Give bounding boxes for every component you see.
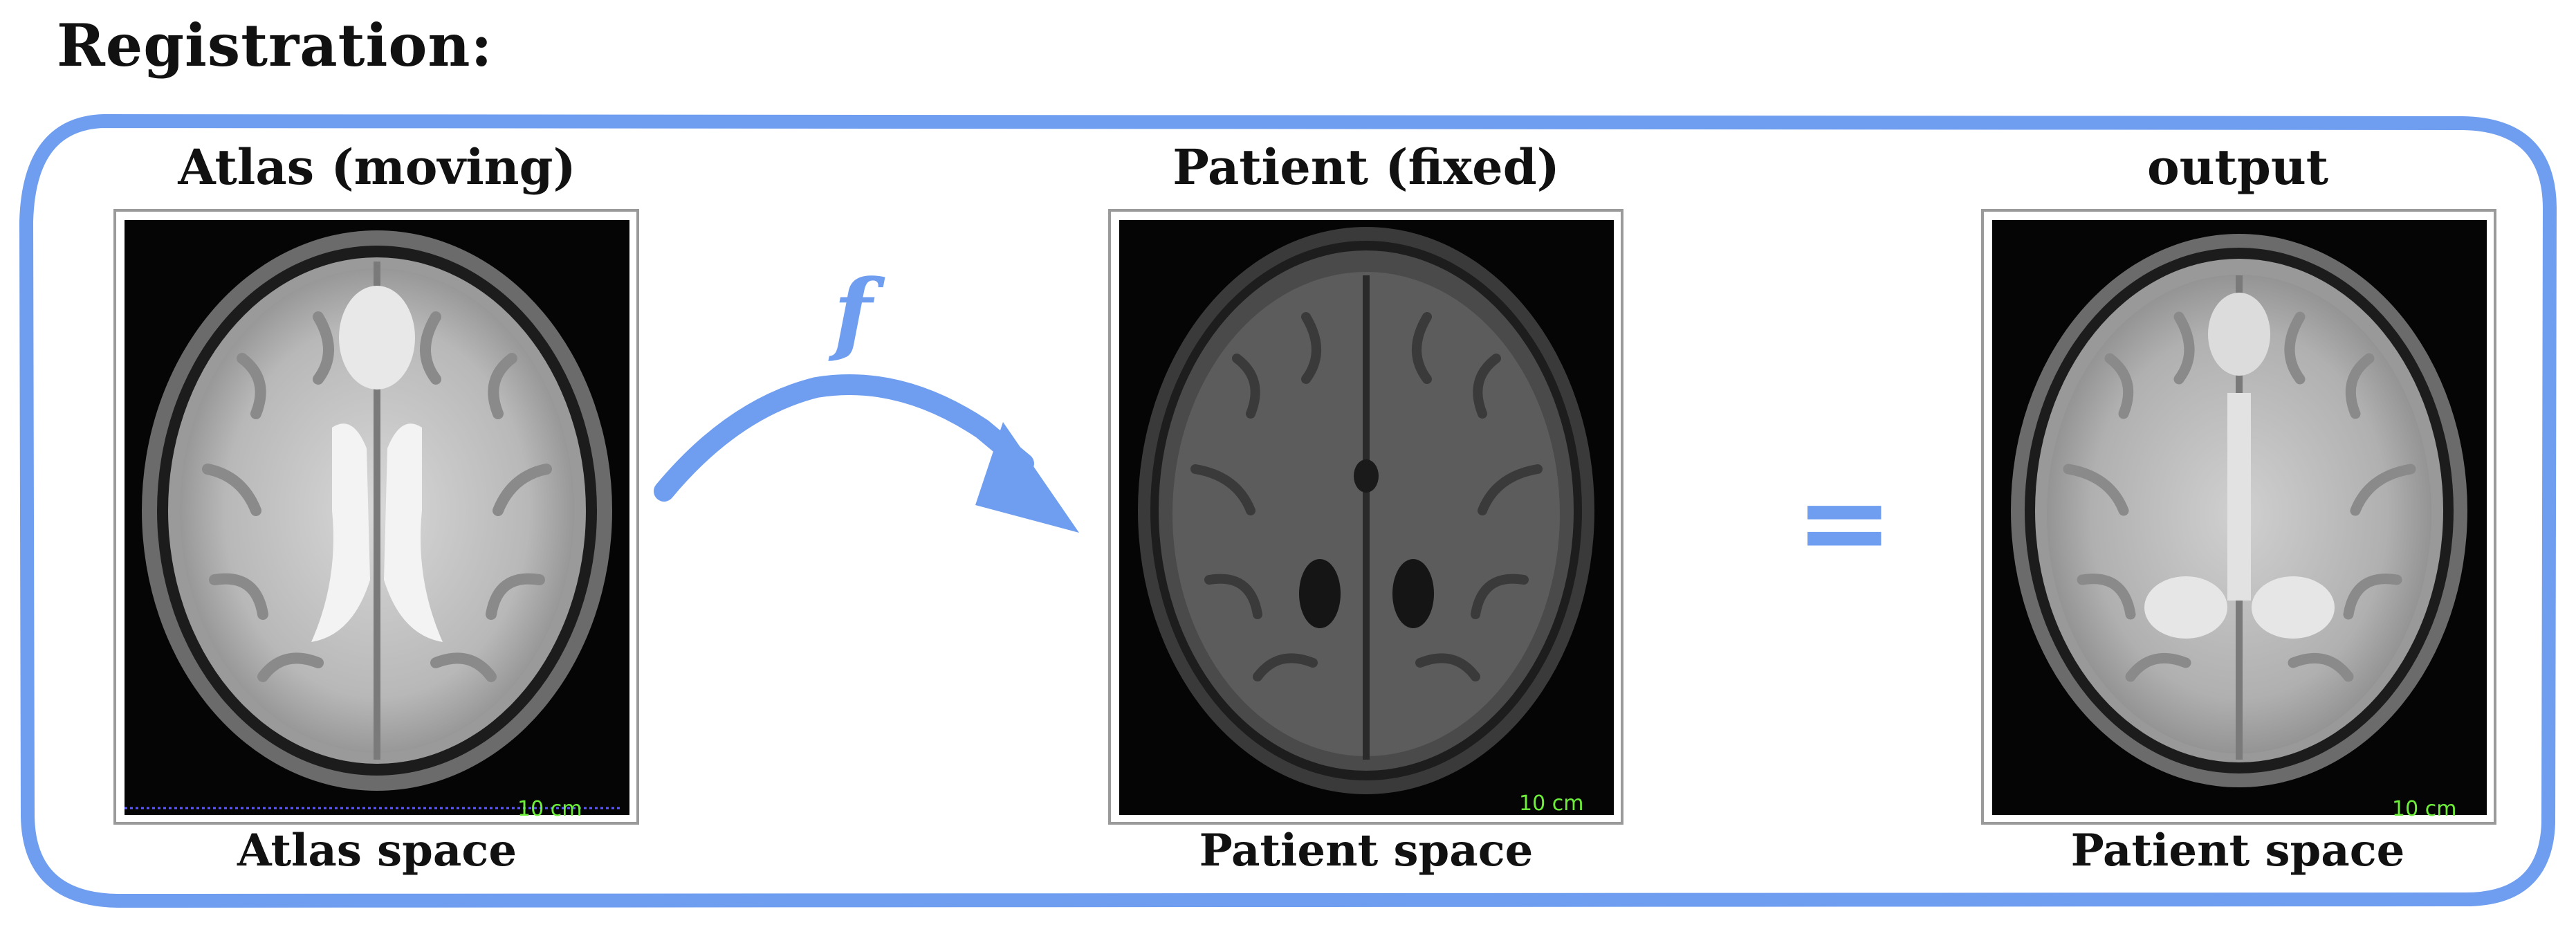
output-title: output: [2146, 138, 2329, 196]
brain-scan-patient-icon: [1119, 220, 1614, 815]
output-image-frame: 10 cm: [1981, 209, 2496, 825]
curved-arrow-icon: [654, 374, 1079, 533]
atlas-title: Atlas (moving): [178, 138, 576, 196]
transform-function-label: f: [834, 259, 872, 365]
patient-title: Patient (fixed): [1172, 138, 1560, 196]
atlas-image-frame: 10 cm: [113, 209, 639, 825]
diagram-title: Registration:: [57, 11, 493, 80]
output-scale-label: 10 cm: [2392, 797, 2457, 821]
atlas-scale-label: 10 cm: [517, 797, 582, 821]
atlas-caption: Atlas space: [237, 825, 517, 877]
equals-sign: =: [1795, 454, 1894, 591]
output-caption: Patient space: [2070, 825, 2405, 877]
patient-scale-label: 10 cm: [1519, 791, 1584, 816]
brain-scan-output-icon: [1992, 220, 2487, 815]
brain-scan-atlas-icon: [125, 220, 629, 815]
patient-image-frame: 10 cm: [1108, 209, 1623, 825]
patient-caption: Patient space: [1199, 825, 1534, 877]
